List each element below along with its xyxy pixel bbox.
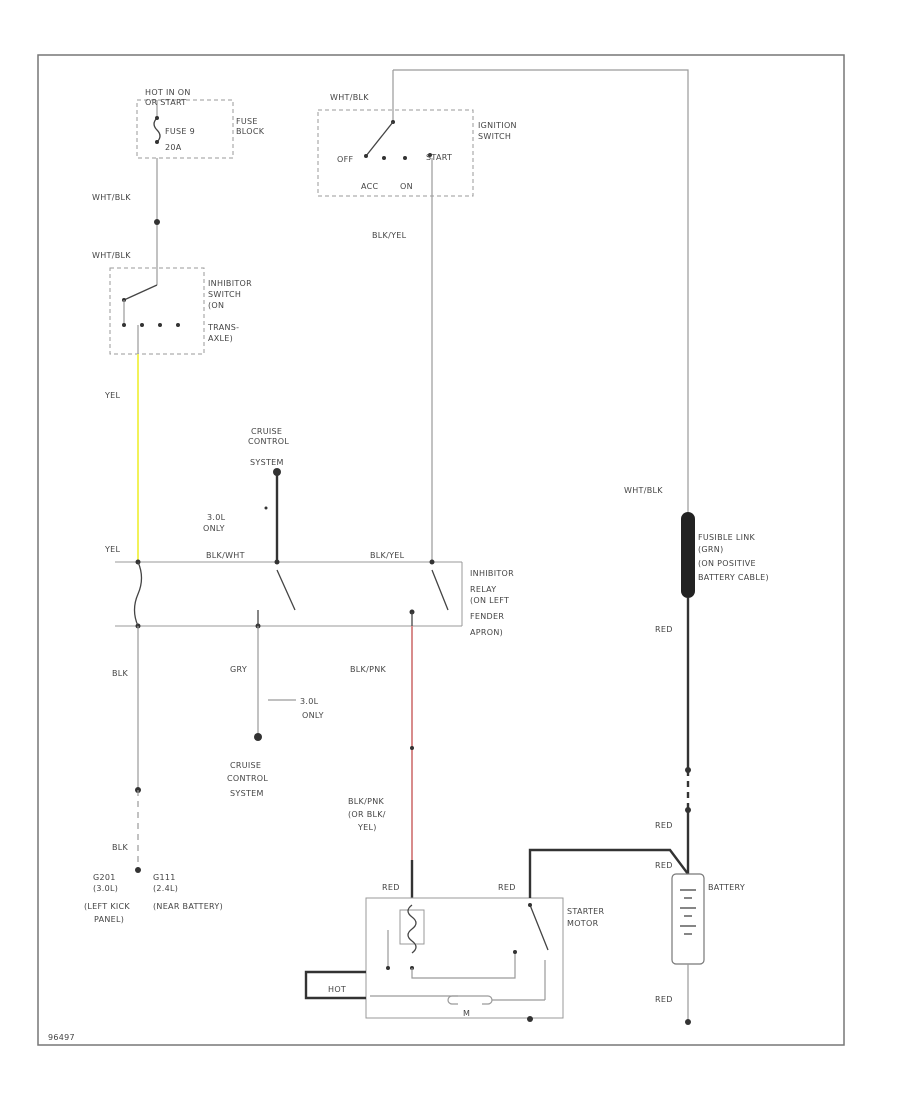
fusible-link-label-2: (GRN): [698, 545, 723, 554]
wire-label-blk-bottom: BLK: [112, 843, 129, 852]
cruise-top-label: CRUISE: [251, 427, 282, 436]
ignition-switch-label-2: SWITCH: [478, 132, 511, 141]
ignition-switch-label: IGNITION: [478, 121, 517, 130]
cruise-bottom-label: CRUISE: [230, 761, 261, 770]
inhibitor-switch: INHIBITOR SWITCH (ON TRANS- AXLE): [109, 267, 252, 355]
diagram-frame: [37, 54, 845, 1046]
cruise-bottom-label-3: SYSTEM: [230, 789, 264, 798]
relay-blk-wht-label: BLK/WHT: [206, 551, 245, 560]
fusible-link-label-3: (ON POSITIVE: [698, 559, 756, 568]
ignition-acc-label: ACC: [361, 182, 379, 191]
fusible-link-label-4: BATTERY CABLE): [698, 573, 769, 582]
wire-label-blk-pnk: BLK/PNK: [350, 665, 386, 674]
only-3l-bottom-2: ONLY: [302, 711, 324, 720]
wire-label-blk-pnk-2: BLK/PNK: [348, 797, 384, 806]
inhibitor-relay-label-5: APRON): [470, 628, 503, 637]
ignition-switch: WHT/BLK OFF START ACC ON IGNITION SWITCH: [317, 70, 517, 197]
only-3l-top-2: ONLY: [203, 524, 225, 533]
fusible-link-label: FUSIBLE LINK: [698, 533, 756, 542]
ignition-off-label: OFF: [337, 155, 353, 164]
cruise-bottom-label-2: CONTROL: [227, 774, 268, 783]
cruise-bottom-connector: [254, 733, 262, 741]
ground-g111: G111: [153, 873, 176, 882]
starter-hot-label: HOT: [328, 985, 346, 994]
wire-ignition-to-battery: [393, 69, 689, 515]
fuse-amp-label: 20A: [165, 143, 182, 152]
wire-label-blk-pnk-3: (OR BLK/: [348, 810, 386, 819]
inhibitor-switch-label-3: (ON: [208, 301, 224, 310]
inhibitor-switch-label-4: TRANS-: [207, 323, 239, 332]
wire-label-blk-yel-ign: BLK/YEL: [372, 231, 407, 240]
wire-label-wht-blk-battery: WHT/BLK: [624, 486, 663, 495]
ignition-on-label: ON: [400, 182, 413, 191]
ignition-start-label: START: [426, 153, 452, 162]
ignition-wht-blk-label: WHT/BLK: [330, 93, 369, 102]
battery-red-label: RED: [655, 861, 673, 870]
starter-m-label: M: [463, 1009, 470, 1018]
ground-g201-3: (LEFT KICK: [84, 902, 130, 911]
inhibitor-relay-label-4: FENDER: [470, 612, 504, 621]
cruise-top-label-3: SYSTEM: [250, 458, 284, 467]
wire-label-red-mid: RED: [655, 821, 673, 830]
fuse-hot-label: HOT IN ON: [145, 88, 191, 97]
wire-label-wht-blk-2: WHT/BLK: [92, 251, 131, 260]
ground-g201-2: (3.0L): [93, 884, 118, 893]
cruise-top-label-2: CONTROL: [248, 437, 289, 446]
battery-label: BATTERY: [708, 883, 745, 892]
fuse-block-label-2: BLOCK: [236, 127, 265, 136]
fuse-hot-label-2: OR START: [145, 98, 186, 107]
inhibitor-relay-label-2: RELAY: [470, 585, 497, 594]
inhibitor-relay-label: INHIBITOR: [470, 569, 514, 578]
wire-label-wht-blk-1: WHT/BLK: [92, 193, 131, 202]
wire-label-red-battery-bottom: RED: [655, 995, 673, 1004]
inhibitor-relay: YEL BLK/WHT BLK/YEL INHIBITOR RELAY (ON …: [104, 545, 514, 637]
starter-motor-label: STARTER: [567, 907, 605, 916]
wire-label-blk-pnk-4: YEL): [357, 823, 377, 832]
only-3l-top: 3.0L: [207, 513, 226, 522]
ground-g111-2: (2.4L): [153, 884, 178, 893]
inhibitor-switch-label-2: SWITCH: [208, 290, 241, 299]
wire-label-red-fusible: RED: [655, 625, 673, 634]
fuse-label: FUSE 9: [165, 127, 195, 136]
fusible-link: [681, 512, 695, 598]
connector-dot: [154, 219, 160, 225]
wire-label-gry: GRY: [230, 665, 247, 674]
wire-starter-to-battery: [528, 848, 689, 898]
figure-id: 96497: [48, 1033, 75, 1042]
relay-blk-yel-label: BLK/YEL: [370, 551, 405, 560]
relay-yel-label: YEL: [104, 545, 121, 554]
starter-red-label-1: RED: [382, 883, 400, 892]
battery: BATTERY RED: [655, 861, 745, 965]
wire-label-yel-top: YEL: [104, 391, 121, 400]
wire-label-blk-left: BLK: [112, 669, 129, 678]
fuse-block: HOT IN ON OR START FUSE 9 20A FUSE BLOCK: [136, 88, 265, 159]
ground-g201: G201: [93, 873, 116, 882]
only-3l-bottom: 3.0L: [300, 697, 319, 706]
ground-g111-3: (NEAR BATTERY): [153, 902, 223, 911]
starter-motor-label-2: MOTOR: [567, 919, 599, 928]
inhibitor-switch-label-5: AXLE): [208, 334, 233, 343]
ground-g201-4: PANEL): [94, 915, 124, 924]
fuse-block-label: FUSE: [236, 117, 258, 126]
inhibitor-relay-label-3: (ON LEFT: [470, 596, 509, 605]
inhibitor-switch-label: INHIBITOR: [208, 279, 252, 288]
starter-red-label-2: RED: [498, 883, 516, 892]
starter-motor: HOT M RED RED STARTER MOTOR: [304, 883, 605, 1022]
